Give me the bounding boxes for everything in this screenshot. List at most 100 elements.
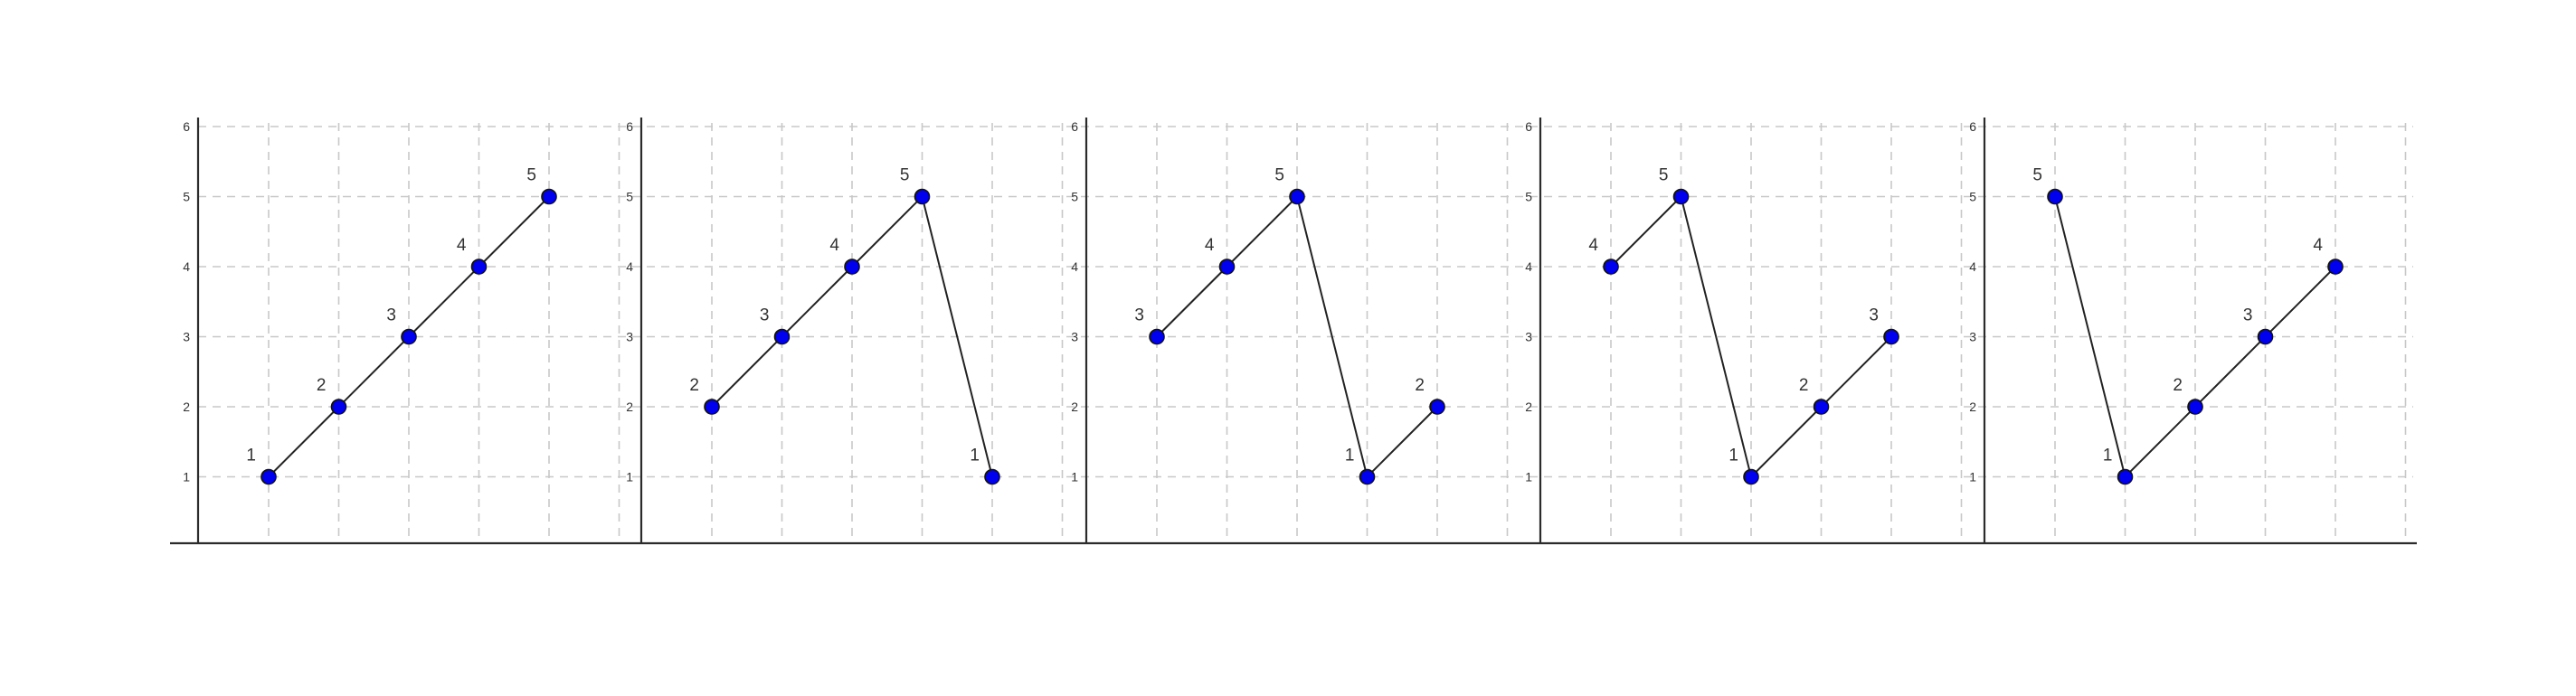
connector-segment	[2264, 266, 2336, 338]
point-label: 4	[829, 236, 839, 255]
point-label: 4	[1205, 236, 1215, 255]
connector-segment	[851, 195, 923, 268]
y-tick-label: 5	[626, 190, 633, 204]
y-tick-label: 5	[183, 190, 190, 204]
y-tick-label: 3	[1525, 330, 1532, 344]
data-point	[1813, 399, 1830, 415]
data-point	[1743, 468, 1759, 485]
point-label: 1	[246, 447, 256, 466]
connector-segment	[2124, 406, 2196, 478]
data-point	[401, 328, 417, 345]
point-label: 4	[457, 236, 467, 255]
y-tick-label: 3	[626, 330, 633, 344]
data-point	[1359, 468, 1376, 485]
connector-segment	[711, 335, 783, 408]
point-label: 2	[1415, 376, 1425, 395]
data-point	[984, 468, 1000, 485]
point-label: 5	[1659, 166, 1669, 185]
point-label: 1	[970, 447, 980, 466]
data-point	[2327, 259, 2344, 275]
y-tick-label: 2	[1969, 400, 1976, 414]
y-tick-label: 1	[1969, 470, 1976, 484]
point-label: 2	[317, 376, 327, 395]
data-point	[1289, 188, 1305, 205]
y-tick-label: 1	[626, 470, 633, 484]
data-point	[1883, 328, 1899, 345]
point-label: 1	[1728, 447, 1738, 466]
point-label: 2	[689, 376, 699, 395]
data-point	[2257, 328, 2274, 345]
data-point	[1149, 328, 1165, 345]
y-tick-label: 6	[1525, 119, 1532, 134]
data-point	[541, 188, 557, 205]
connector-segment	[1156, 266, 1228, 338]
y-tick-label: 6	[183, 119, 190, 134]
data-point	[260, 468, 277, 485]
connector-segment	[1680, 196, 1752, 477]
y-tick-label: 4	[1525, 259, 1532, 274]
y-tick-label: 2	[183, 400, 190, 414]
y-tick-label: 4	[626, 259, 633, 274]
point-label: 4	[1588, 236, 1598, 255]
point-label: 5	[1274, 166, 1284, 185]
connector-segment	[1296, 196, 1368, 477]
data-point	[844, 259, 860, 275]
point-label: 5	[526, 166, 536, 185]
point-label: 5	[900, 166, 910, 185]
connector-segment	[478, 195, 550, 268]
data-point	[470, 259, 488, 275]
connector-segment	[1820, 335, 1892, 408]
point-label: 2	[1799, 376, 1809, 395]
data-point	[2047, 188, 2063, 205]
data-point	[773, 328, 791, 345]
connector-segment	[1226, 195, 1298, 268]
connector-segment	[408, 266, 480, 338]
y-tick-label: 5	[1969, 190, 1976, 204]
data-point	[2187, 399, 2203, 415]
y-tick-label: 4	[1071, 259, 1078, 274]
point-label: 5	[2032, 166, 2042, 185]
y-tick-label: 4	[1969, 259, 1976, 274]
point-label: 1	[1345, 447, 1355, 466]
data-point	[1429, 399, 1445, 415]
point-label: 3	[1869, 306, 1879, 325]
y-tick-label: 5	[1525, 190, 1532, 204]
connector-segment	[268, 406, 340, 478]
y-tick-label: 2	[626, 400, 633, 414]
data-point	[330, 399, 347, 415]
connector-segment	[2054, 196, 2126, 477]
data-point	[1218, 259, 1236, 275]
connector-segment	[1366, 406, 1438, 478]
y-tick-label: 2	[1071, 400, 1078, 414]
connector-segment	[921, 196, 993, 477]
data-point	[914, 188, 931, 205]
point-label: 1	[2103, 447, 2113, 466]
y-tick-label: 3	[183, 330, 190, 344]
y-tick-label: 2	[1525, 400, 1532, 414]
y-tick-label: 6	[626, 119, 633, 134]
data-point	[704, 399, 720, 415]
data-point	[1603, 259, 1619, 275]
y-tick-label: 3	[1969, 330, 1976, 344]
point-label: 3	[1134, 306, 1144, 325]
point-label: 3	[760, 306, 770, 325]
connector-segment	[2194, 335, 2267, 408]
grid-layer	[198, 123, 2413, 542]
panels-layer: 1234561234512345623451123456345121234564…	[183, 118, 2344, 544]
y-tick-label: 5	[1071, 190, 1078, 204]
data-point	[2117, 468, 2134, 485]
y-tick-label: 1	[183, 470, 190, 484]
connector-segment	[1610, 195, 1682, 268]
panel-2: 1 2 3 4 5 6 2 3 4 5 1	[626, 118, 1000, 544]
data-point	[1672, 188, 1690, 205]
connector-segment	[1750, 406, 1823, 478]
connector-segment	[781, 266, 853, 338]
point-label: 3	[2243, 306, 2253, 325]
y-tick-label: 1	[1071, 470, 1078, 484]
y-tick-label: 4	[183, 259, 190, 274]
y-tick-label: 3	[1071, 330, 1078, 344]
